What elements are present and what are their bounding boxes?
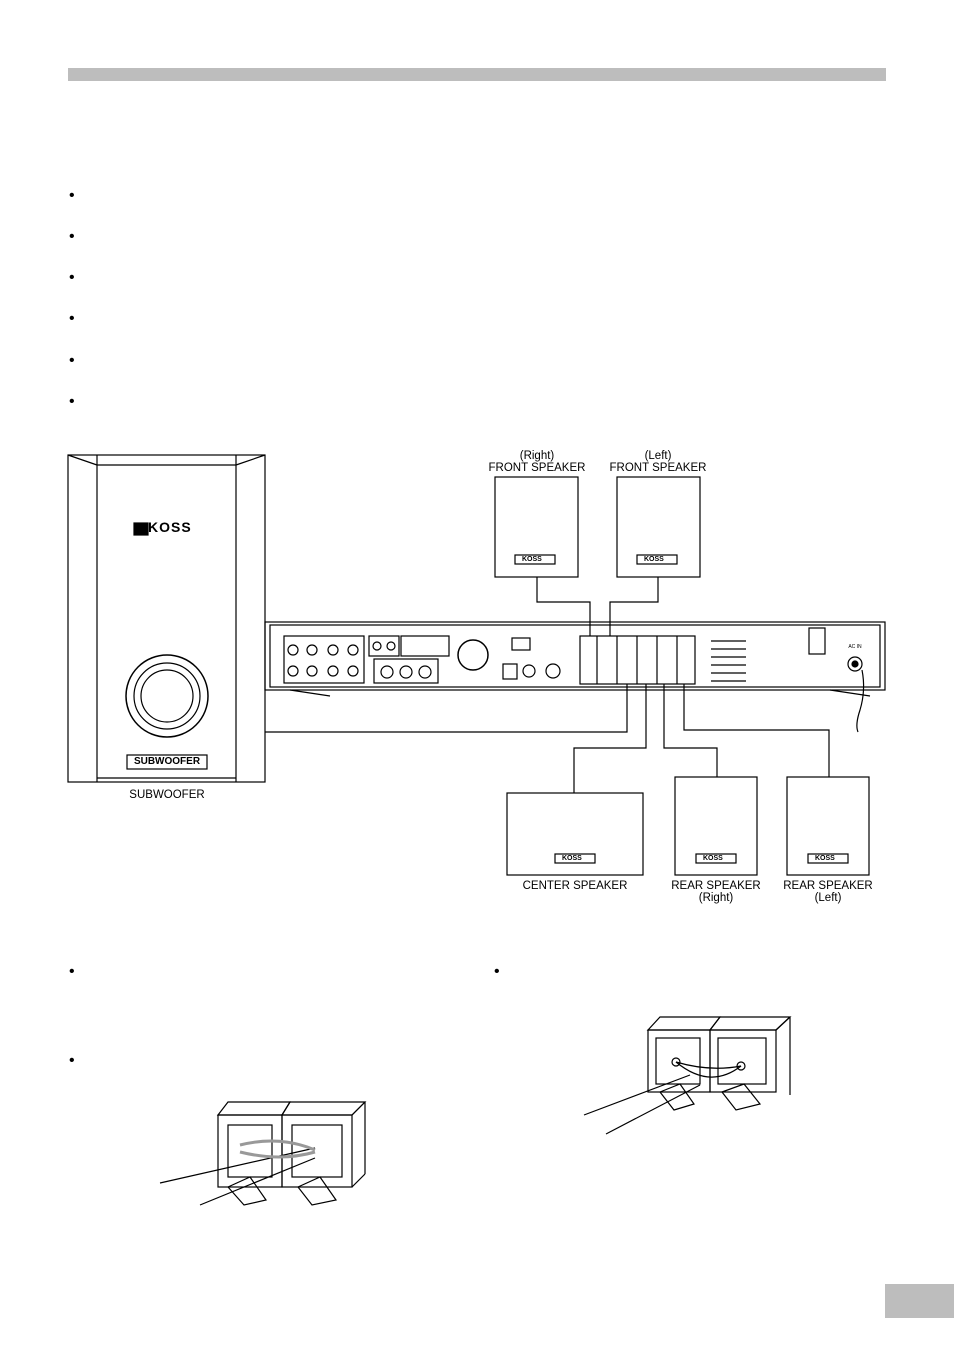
koss-logo: KOSS — [703, 855, 723, 862]
bullet-icon: • — [69, 228, 75, 245]
rear-left-speaker — [786, 776, 870, 876]
subwoofer-caption: SUBWOOFER — [129, 789, 205, 801]
bullet-icon: • — [494, 963, 500, 980]
rear-right-position-label: (Right) — [698, 892, 734, 904]
bullet-icon: • — [69, 269, 75, 286]
rear-left-position-label: (Left) — [814, 892, 842, 904]
speaker-wire-illustration-right — [583, 1016, 792, 1135]
center-speaker — [506, 792, 644, 876]
rear-right-speaker — [674, 776, 758, 876]
front-left-speaker-label: FRONT SPEAKER — [609, 462, 707, 474]
ac-in-label: AC IN — [848, 644, 862, 650]
header-bar — [68, 68, 886, 81]
receiver-rear-panel — [264, 621, 886, 733]
koss-logo: KOSS — [562, 855, 582, 862]
rear-left-speaker-label: REAR SPEAKER — [783, 880, 873, 892]
koss-logo-icon — [133, 522, 149, 536]
speaker-wire-illustration-left — [159, 1101, 367, 1206]
wires — [265, 577, 830, 793]
bullet-icon: • — [69, 187, 75, 204]
front-right-position-label: (Right) — [519, 450, 555, 462]
center-speaker-label: CENTER SPEAKER — [522, 880, 628, 892]
rear-right-speaker-label: REAR SPEAKER — [671, 880, 761, 892]
bullet-icon: • — [69, 1052, 75, 1069]
bullet-icon: • — [69, 352, 75, 369]
koss-logo: KOSS — [148, 519, 192, 535]
front-right-speaker-label: FRONT SPEAKER — [488, 462, 586, 474]
subwoofer-plate-label: SUBWOOFER — [133, 756, 201, 767]
koss-logo: KOSS — [644, 556, 664, 563]
subwoofer-cabinet — [67, 454, 266, 783]
bullet-icon: • — [69, 310, 75, 327]
bullet-icon: • — [69, 963, 75, 980]
bullet-icon: • — [69, 393, 75, 410]
koss-logo: KOSS — [522, 556, 542, 563]
koss-logo: KOSS — [815, 855, 835, 862]
page-number-tab — [885, 1284, 954, 1318]
front-left-position-label: (Left) — [644, 450, 672, 462]
